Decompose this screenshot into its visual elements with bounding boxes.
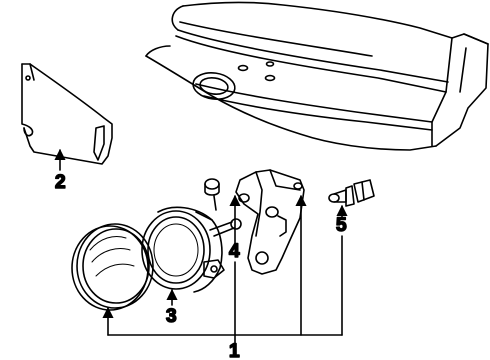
leader-lines [54,148,348,346]
mounting-plate-part [21,63,113,165]
callout-3: 3 [166,306,177,327]
fog-lamp-housing-part [141,206,242,293]
callout-5: 5 [336,215,347,236]
callout-4: 4 [229,241,240,262]
fog-lamp-lens [71,223,154,311]
lamp-bracket-part [235,169,305,275]
callout-labels: 2 3 4 5 1 [54,171,348,360]
callout-2: 2 [55,172,66,193]
callout-1: 1 [229,341,240,360]
bulb-socket-part [328,179,375,207]
mounting-bolt-part [204,178,220,211]
bumper-cover [145,1,489,151]
